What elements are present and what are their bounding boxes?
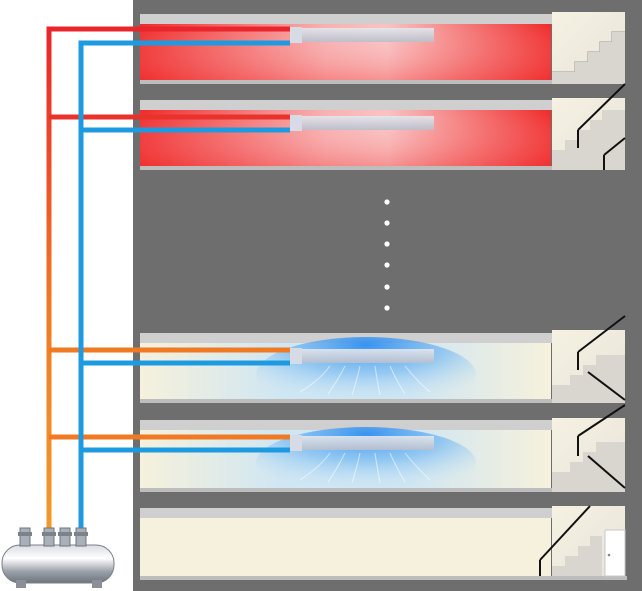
cool-air-flow: [299, 365, 431, 396]
floor-4-slab: [140, 488, 552, 492]
fan-coil-unit: [300, 436, 434, 450]
supply-riser: [46, 26, 290, 538]
floor-5-room: [140, 518, 551, 576]
floor-2-heating: [140, 100, 552, 170]
floor-3-slab: [140, 399, 552, 403]
cool-air-flow: [299, 452, 431, 484]
tank-valve: [18, 527, 32, 547]
door-handle: [607, 553, 611, 557]
floor-2-slab: [140, 166, 552, 170]
door: [604, 529, 626, 577]
stairwell: [552, 12, 625, 84]
fan-coil-unit: [300, 349, 434, 363]
floor-1-ceiling: [140, 14, 552, 24]
omitted-floors-indicator: [384, 199, 390, 311]
fan-coil-unit: [300, 28, 434, 42]
tank-valve: [42, 527, 56, 547]
floor-1-slab: [140, 80, 552, 84]
stairwell: [552, 404, 626, 492]
floor-5-ground: [140, 508, 627, 580]
stairwell: [552, 315, 626, 403]
tank-valve: [74, 527, 88, 547]
storage-tank: [1, 527, 115, 588]
floor-3-cooling: [140, 333, 552, 413]
tank-valve: [58, 527, 72, 547]
building-shell: [133, 0, 642, 591]
floor-4-ceiling: [140, 420, 552, 430]
floor-4-cooling: [140, 420, 552, 499]
fan-coil-unit: [300, 116, 434, 130]
floor-5-slab: [140, 576, 627, 580]
floor-1-heating: [140, 14, 552, 84]
stairwell: [539, 505, 626, 577]
return-riser: [78, 40, 290, 538]
stairwell: [552, 83, 626, 170]
floor-5-ceiling: [140, 508, 552, 518]
floor-2-ceiling: [140, 100, 552, 110]
